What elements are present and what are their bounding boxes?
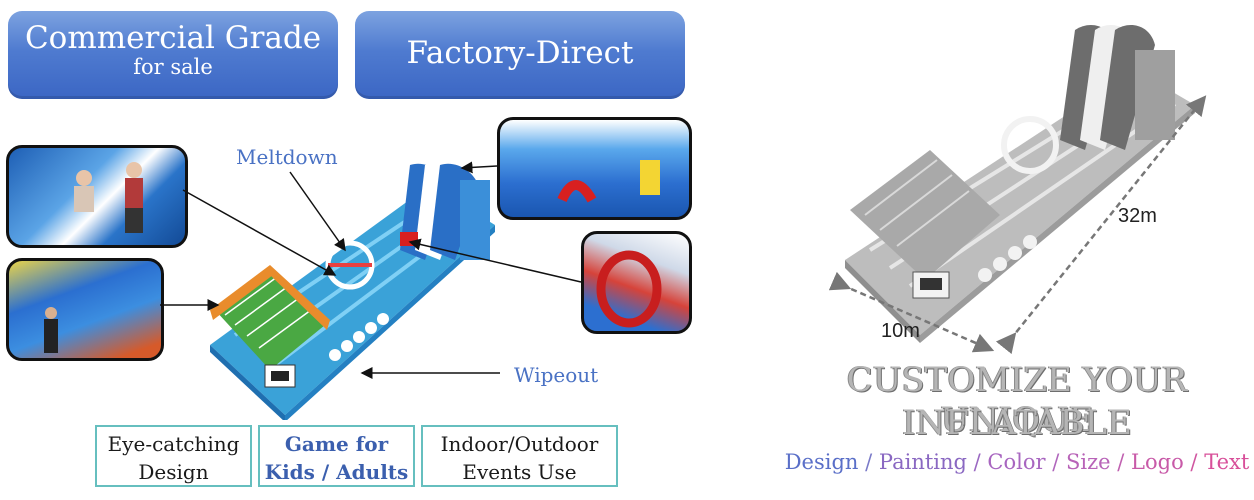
customize-title-line1: CUSTOMIZE YOUR UNIQUE	[846, 360, 1188, 440]
width-dimension-label: 10m	[881, 320, 920, 342]
customize-title-line2: INFLATABLE	[902, 403, 1132, 443]
factory-direct-banner: Factory-Direct	[355, 11, 685, 99]
commercial-grade-title: Commercial Grade	[24, 20, 322, 56]
option-logo: Logo	[1131, 450, 1184, 474]
length-dimension-label: 32m	[1118, 205, 1157, 227]
inset-photo-climbing-wall	[6, 145, 188, 248]
factory-direct-title: Factory-Direct	[406, 35, 634, 71]
feature-game-for: Game for Kids / Adults	[258, 425, 415, 487]
option-text: Text	[1204, 450, 1250, 474]
inflatable-course-illustration	[210, 163, 495, 420]
red-ring-figure	[596, 250, 662, 328]
option-separator: /	[1117, 450, 1125, 474]
option-separator: /	[1190, 450, 1198, 474]
meltdown-label: Meltdown	[236, 145, 338, 169]
feature-indoor-outdoor-line2: Events Use	[462, 460, 577, 484]
wipeout-label: Wipeout	[514, 363, 599, 387]
inset-photo-start-area	[6, 258, 164, 361]
feature-game-for-line2: Kids / Adults	[264, 460, 409, 484]
commercial-grade-banner: Commercial Grade for sale	[8, 11, 338, 99]
option-design: Design	[784, 450, 859, 474]
arrow-slides	[460, 161, 498, 174]
arrow-meltdown	[289, 171, 346, 252]
feature-eye-catching-line2: Design	[138, 460, 209, 484]
red-tunnel-figure	[557, 160, 660, 203]
climbers-figure	[74, 162, 143, 233]
arrow-tunnel	[408, 238, 582, 283]
person-figure	[44, 307, 58, 353]
feature-game-for-line1: Game for	[284, 432, 389, 456]
for-sale-subtitle: for sale	[133, 55, 213, 79]
option-separator: /	[865, 450, 873, 474]
width-dimension-line	[828, 271, 995, 353]
customize-options: Design / Painting / Color / Size / Logo …	[780, 450, 1254, 474]
option-size: Size	[1065, 450, 1111, 474]
option-painting: Painting	[878, 450, 967, 474]
feature-eye-catching-line1: Eye-catching	[107, 432, 240, 456]
feature-eye-catching: Eye-catching Design	[95, 425, 252, 487]
option-color: Color	[987, 450, 1046, 474]
feature-indoor-outdoor-line1: Indoor/Outdoor	[440, 432, 599, 456]
option-separator: /	[973, 450, 981, 474]
feature-indoor-outdoor: Indoor/Outdoor Events Use	[421, 425, 618, 487]
inset-photo-slides	[497, 117, 692, 220]
inset-photo-tunnel	[581, 231, 692, 334]
arrow-climbing-wall	[182, 189, 337, 276]
option-separator: /	[1052, 450, 1060, 474]
length-dimension-line	[995, 95, 1207, 355]
